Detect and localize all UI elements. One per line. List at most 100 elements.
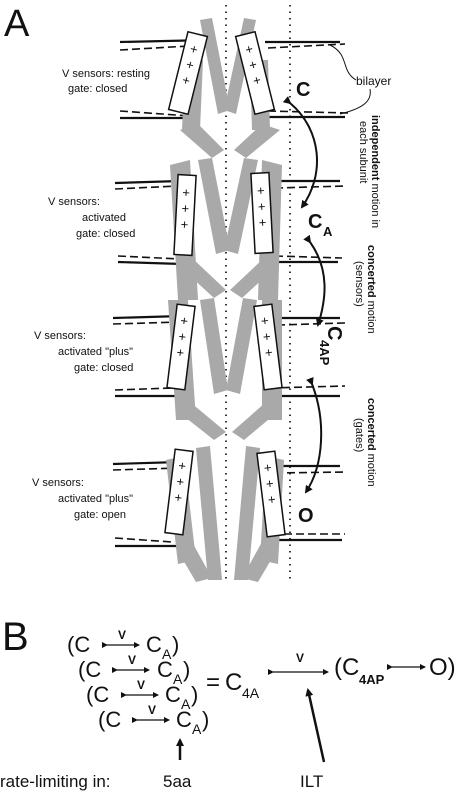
svg-text:4AP: 4AP — [359, 672, 385, 687]
svg-text:+: + — [265, 476, 274, 492]
c4a-state: C 4A — [225, 669, 260, 701]
svg-text:): ) — [202, 707, 209, 732]
membrane-line-dashed — [114, 537, 173, 543]
state-label-line: V sensors: — [48, 196, 100, 208]
svg-text:+: + — [178, 329, 187, 345]
voltage-sensor-right: + + + — [253, 303, 283, 391]
svg-text:): ) — [191, 682, 198, 707]
c4ap-state: (C 4AP — [334, 654, 385, 687]
membrane-line-dashed — [274, 255, 343, 259]
state-o-label: O — [298, 505, 314, 527]
svg-text:C: C — [146, 632, 162, 657]
membrane-line — [114, 179, 181, 185]
svg-text:A: A — [323, 224, 333, 239]
svg-text:+: + — [247, 57, 258, 73]
state-ca-label: C A — [308, 211, 333, 239]
state-label-line: V sensors: — [32, 477, 84, 489]
membrane-line-dashed — [274, 185, 346, 189]
pore-helix-left — [200, 298, 228, 394]
svg-text:C: C — [323, 326, 345, 340]
svg-text:+: + — [244, 41, 255, 57]
transition-label-concerted-sensors: concerted motion (sensors) — [353, 245, 377, 334]
svg-text:(C: (C — [334, 654, 359, 681]
bilayer-label: bilayer — [356, 74, 391, 88]
linker-right — [230, 258, 278, 298]
linker-left — [176, 402, 226, 440]
svg-text:(C: (C — [67, 632, 90, 657]
svg-text:+: + — [182, 185, 190, 200]
svg-text:+: + — [181, 201, 189, 216]
svg-text:A: A — [173, 671, 183, 687]
svg-text:+: + — [180, 313, 189, 329]
membrane-line-dashed — [114, 185, 179, 190]
pore-helix-left — [200, 18, 230, 114]
svg-text:C: C — [157, 657, 173, 682]
subunit-transition-row: (C V C A ) — [67, 628, 179, 662]
svg-text:A: A — [162, 646, 172, 662]
subunit-transition-row: (C V C A ) — [78, 653, 190, 687]
state-activated-closed: + + + + + + V sensors: activated gate: c… — [48, 158, 346, 300]
pore-helix-left — [196, 446, 222, 580]
rate-limiting-5aa: 5aa — [163, 772, 192, 791]
membrane-line-dashed — [117, 255, 181, 260]
membrane-line-dashed — [119, 44, 207, 51]
transition-arrow-c-to-ca — [282, 96, 318, 209]
state-label-line: gate: open — [74, 509, 126, 521]
kinetic-scheme: (C V C A ) (C V C A ) (C V C A ) (C V — [0, 628, 456, 791]
svg-text:(C: (C — [78, 657, 101, 682]
pore-helix-right — [224, 158, 258, 254]
membrane-line-dashed — [267, 110, 349, 114]
svg-text:+: + — [178, 458, 187, 474]
svg-text:+: + — [188, 41, 199, 57]
linker-right — [242, 542, 278, 582]
svg-text:each subunit: each subunit — [357, 121, 369, 183]
state-label-line: gate: closed — [68, 83, 127, 95]
membrane-line-dashed — [267, 43, 346, 49]
state-activated-plus-closed: + + + + + + V sensors: activated "plus" … — [34, 298, 346, 440]
svg-text:V: V — [148, 703, 156, 717]
transition-label-independent: independent motion in each subunit — [357, 115, 381, 228]
svg-text:4A: 4A — [242, 685, 260, 701]
svg-text:V: V — [137, 678, 145, 692]
svg-text:(gates): (gates) — [353, 418, 365, 452]
membrane-line — [117, 260, 183, 266]
rate-limiting-arrow-ilt — [305, 688, 326, 763]
linker-right — [232, 402, 280, 440]
pore-helix-right — [234, 446, 260, 580]
pore-helix-left — [198, 158, 230, 254]
voltage-sensor-right: + + + — [250, 171, 274, 255]
svg-text:+: + — [185, 57, 196, 73]
svg-text:C: C — [176, 707, 192, 732]
svg-text:4AP: 4AP — [317, 340, 332, 366]
svg-text:V: V — [118, 628, 126, 642]
voltage-sensor-left: + + + — [173, 173, 197, 257]
svg-text:C: C — [225, 669, 242, 696]
pore-helix-right — [226, 298, 257, 394]
state-activated-plus-open: + + + + + + V sensors: activated "plus" … — [32, 446, 346, 582]
membrane-line-dashed — [274, 471, 346, 474]
subunit-transition-row: (C V C A ) — [98, 703, 209, 737]
svg-text:+: + — [174, 490, 183, 506]
transition-arrow-ca-to-c4ap — [303, 234, 326, 327]
voltage-sensor-right: + + + — [234, 30, 276, 116]
open-state: O) — [429, 654, 456, 681]
svg-text:+: + — [260, 313, 269, 329]
membrane-line-dashed — [112, 321, 181, 325]
equals-sign: = — [206, 669, 220, 696]
svg-text:A: A — [181, 696, 191, 712]
bilayer-leader-line — [339, 88, 371, 115]
rate-limiting-ilt: ILT — [300, 772, 323, 791]
svg-text:+: + — [263, 460, 272, 476]
state-label-line: gate: closed — [76, 228, 135, 240]
svg-text:+: + — [258, 215, 266, 230]
svg-text:+: + — [180, 217, 188, 232]
svg-text:(C: (C — [98, 707, 121, 732]
linker-right — [234, 124, 280, 158]
svg-text:C: C — [165, 682, 181, 707]
voltage-sensor-left: + + + — [167, 30, 209, 116]
voltage-sensor-left: + + + — [164, 448, 194, 536]
panel-b-letter: B — [2, 615, 29, 659]
subunit-transition-row: (C V C A ) — [86, 678, 198, 712]
svg-text:concerted motion: concerted motion — [365, 398, 377, 487]
